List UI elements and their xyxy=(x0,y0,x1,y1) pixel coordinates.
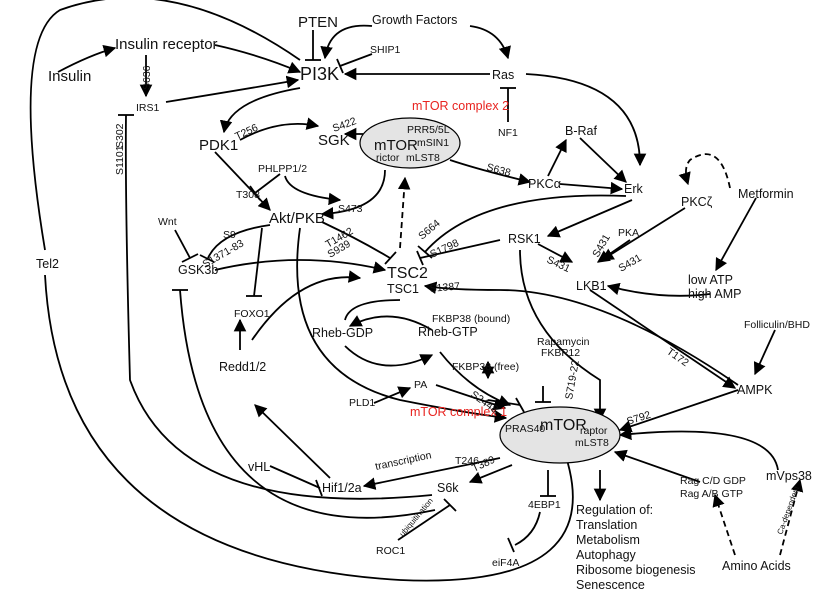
node-irs1: IRS1 xyxy=(136,102,160,114)
label-s638: S638 xyxy=(485,161,512,179)
mtorc2-msin1: mSIN1 xyxy=(417,137,449,149)
edges xyxy=(29,0,804,582)
node-ship1: SHIP1 xyxy=(370,44,401,56)
node-low-atp: low ATP xyxy=(688,273,733,287)
node-pld1: PLD1 xyxy=(349,397,375,409)
node-fkbp12: FKBP12 xyxy=(541,347,580,359)
mtorc2-rictor: rictor xyxy=(376,152,400,164)
regulation-heading: Regulation of: xyxy=(576,503,653,517)
node-gsk3b: GSK3b xyxy=(178,263,218,277)
label-s719: S719-22 xyxy=(563,359,582,400)
label-s1798: S1798 xyxy=(428,237,461,261)
node-foxo1: FOXO1 xyxy=(234,308,270,320)
label-s473: S473 xyxy=(338,203,363,215)
node-nf1: NF1 xyxy=(498,127,518,139)
label-s431-pkcz: S431 xyxy=(617,252,644,275)
label-ubiquitination: ubiquitination xyxy=(398,496,435,538)
node-s6k: S6k xyxy=(437,481,459,495)
node-high-amp: high AMP xyxy=(688,287,742,301)
node-vhl: vHL xyxy=(248,460,270,474)
node-rapamycin: Rapamycin xyxy=(537,336,590,348)
label-t172: T172 xyxy=(664,346,691,370)
label-transcription: transcription xyxy=(374,449,433,473)
node-fkbp38-free: FKBP38 (free) xyxy=(452,361,519,373)
node-fkbp38-bound: FKBP38 (bound) xyxy=(432,313,510,325)
regulation-item: Autophagy xyxy=(576,548,637,562)
label-t308: T308 xyxy=(236,189,260,201)
node-pdk1: PDK1 xyxy=(199,137,238,154)
label-s431-rsk: S431 xyxy=(545,254,572,275)
node-ras: Ras xyxy=(492,68,514,82)
node-tsc1: TSC1 xyxy=(387,282,419,296)
label-ca-dependent: Ca-dependent xyxy=(775,484,801,535)
node-pi3k: PI3K xyxy=(300,64,339,84)
node-metformin: Metformin xyxy=(738,187,794,201)
node-amino-acids: Amino Acids xyxy=(722,559,791,573)
mtor-complex-2[interactable]: mTOR complex 2 mTOR PRR5/5L mSIN1 rictor… xyxy=(359,99,509,169)
node-braf: B-Raf xyxy=(565,124,597,138)
regulation-item: Ribosome biogenesis xyxy=(576,563,696,577)
mtorc1-mlst8: mLST8 xyxy=(575,437,609,449)
node-tel2: Tel2 xyxy=(36,257,59,271)
node-folliculin: Folliculin/BHD xyxy=(744,319,810,331)
label-t246: T246 xyxy=(455,455,479,467)
mtorc2-mlst8: mLST8 xyxy=(406,152,440,164)
mtorc1-title: mTOR complex 1 xyxy=(410,405,507,419)
label-s302: S302 xyxy=(114,123,126,148)
node-eif4a: eiF4A xyxy=(492,557,519,569)
node-rag2: Rag A/B GTP xyxy=(680,488,743,500)
node-ampk: AMPK xyxy=(737,383,773,397)
node-lkb1: LKB1 xyxy=(576,279,607,293)
mtorc1-pras40: PRAS40 xyxy=(505,423,545,435)
node-growth-factors: Growth Factors xyxy=(372,13,457,27)
node-rheb-gdp: Rheb-GDP xyxy=(312,326,373,340)
regulation-list: Regulation of: Translation Metabolism Au… xyxy=(576,503,696,592)
nodes: Insulin Insulin receptor PTEN Growth Fac… xyxy=(36,13,812,573)
label-s792: S792 xyxy=(625,409,652,428)
regulation-item: Translation xyxy=(576,518,637,532)
node-rheb-gtp: Rheb-GTP xyxy=(418,325,478,339)
node-mvps38: mVps38 xyxy=(766,469,812,483)
mtorc1-mtor: mTOR xyxy=(540,417,587,434)
label-s636: S636 xyxy=(141,65,153,90)
node-pka: PKA xyxy=(618,227,639,239)
mtorc2-prr5: PRR5/5L xyxy=(407,124,450,136)
node-wnt: Wnt xyxy=(158,216,177,228)
node-insulin-receptor: Insulin receptor xyxy=(115,36,218,53)
mtorc2-mtor: mTOR xyxy=(374,137,418,154)
node-rsk1: RSK1 xyxy=(508,232,541,246)
label-t256: T256 xyxy=(233,122,260,143)
label-s1101: S1101 xyxy=(114,145,126,175)
node-pkcz: PKCζ xyxy=(681,195,713,209)
node-pkca: PKCα xyxy=(528,177,561,191)
regulation-item: Senescence xyxy=(576,578,645,592)
label-s9: S9 xyxy=(223,229,236,241)
node-insulin: Insulin xyxy=(48,68,91,85)
label-s1387: S1387 xyxy=(429,280,460,295)
node-pa: PA xyxy=(414,379,427,391)
node-tsc2: TSC2 xyxy=(387,265,428,282)
mtorc1-raptor: raptor xyxy=(580,425,608,437)
regulation-item: Metabolism xyxy=(576,533,640,547)
node-pten: PTEN xyxy=(298,14,338,31)
node-sgk: SGK xyxy=(318,132,350,149)
node-hif: Hif1/2a xyxy=(322,481,362,495)
node-rag1: Rag C/D GDP xyxy=(680,475,746,487)
node-phlpp: PHLPP1/2 xyxy=(258,163,307,175)
node-roc1: ROC1 xyxy=(376,545,405,557)
mtorc2-title: mTOR complex 2 xyxy=(412,99,509,113)
node-4ebp1: 4EBP1 xyxy=(528,499,561,511)
node-redd: Redd1/2 xyxy=(219,360,266,374)
mtor-complex-1[interactable]: mTOR complex 1 mTOR PRAS40 raptor mLST8 xyxy=(410,405,621,464)
node-akt: Akt/PKB xyxy=(269,210,325,227)
node-erk: Erk xyxy=(624,182,644,196)
